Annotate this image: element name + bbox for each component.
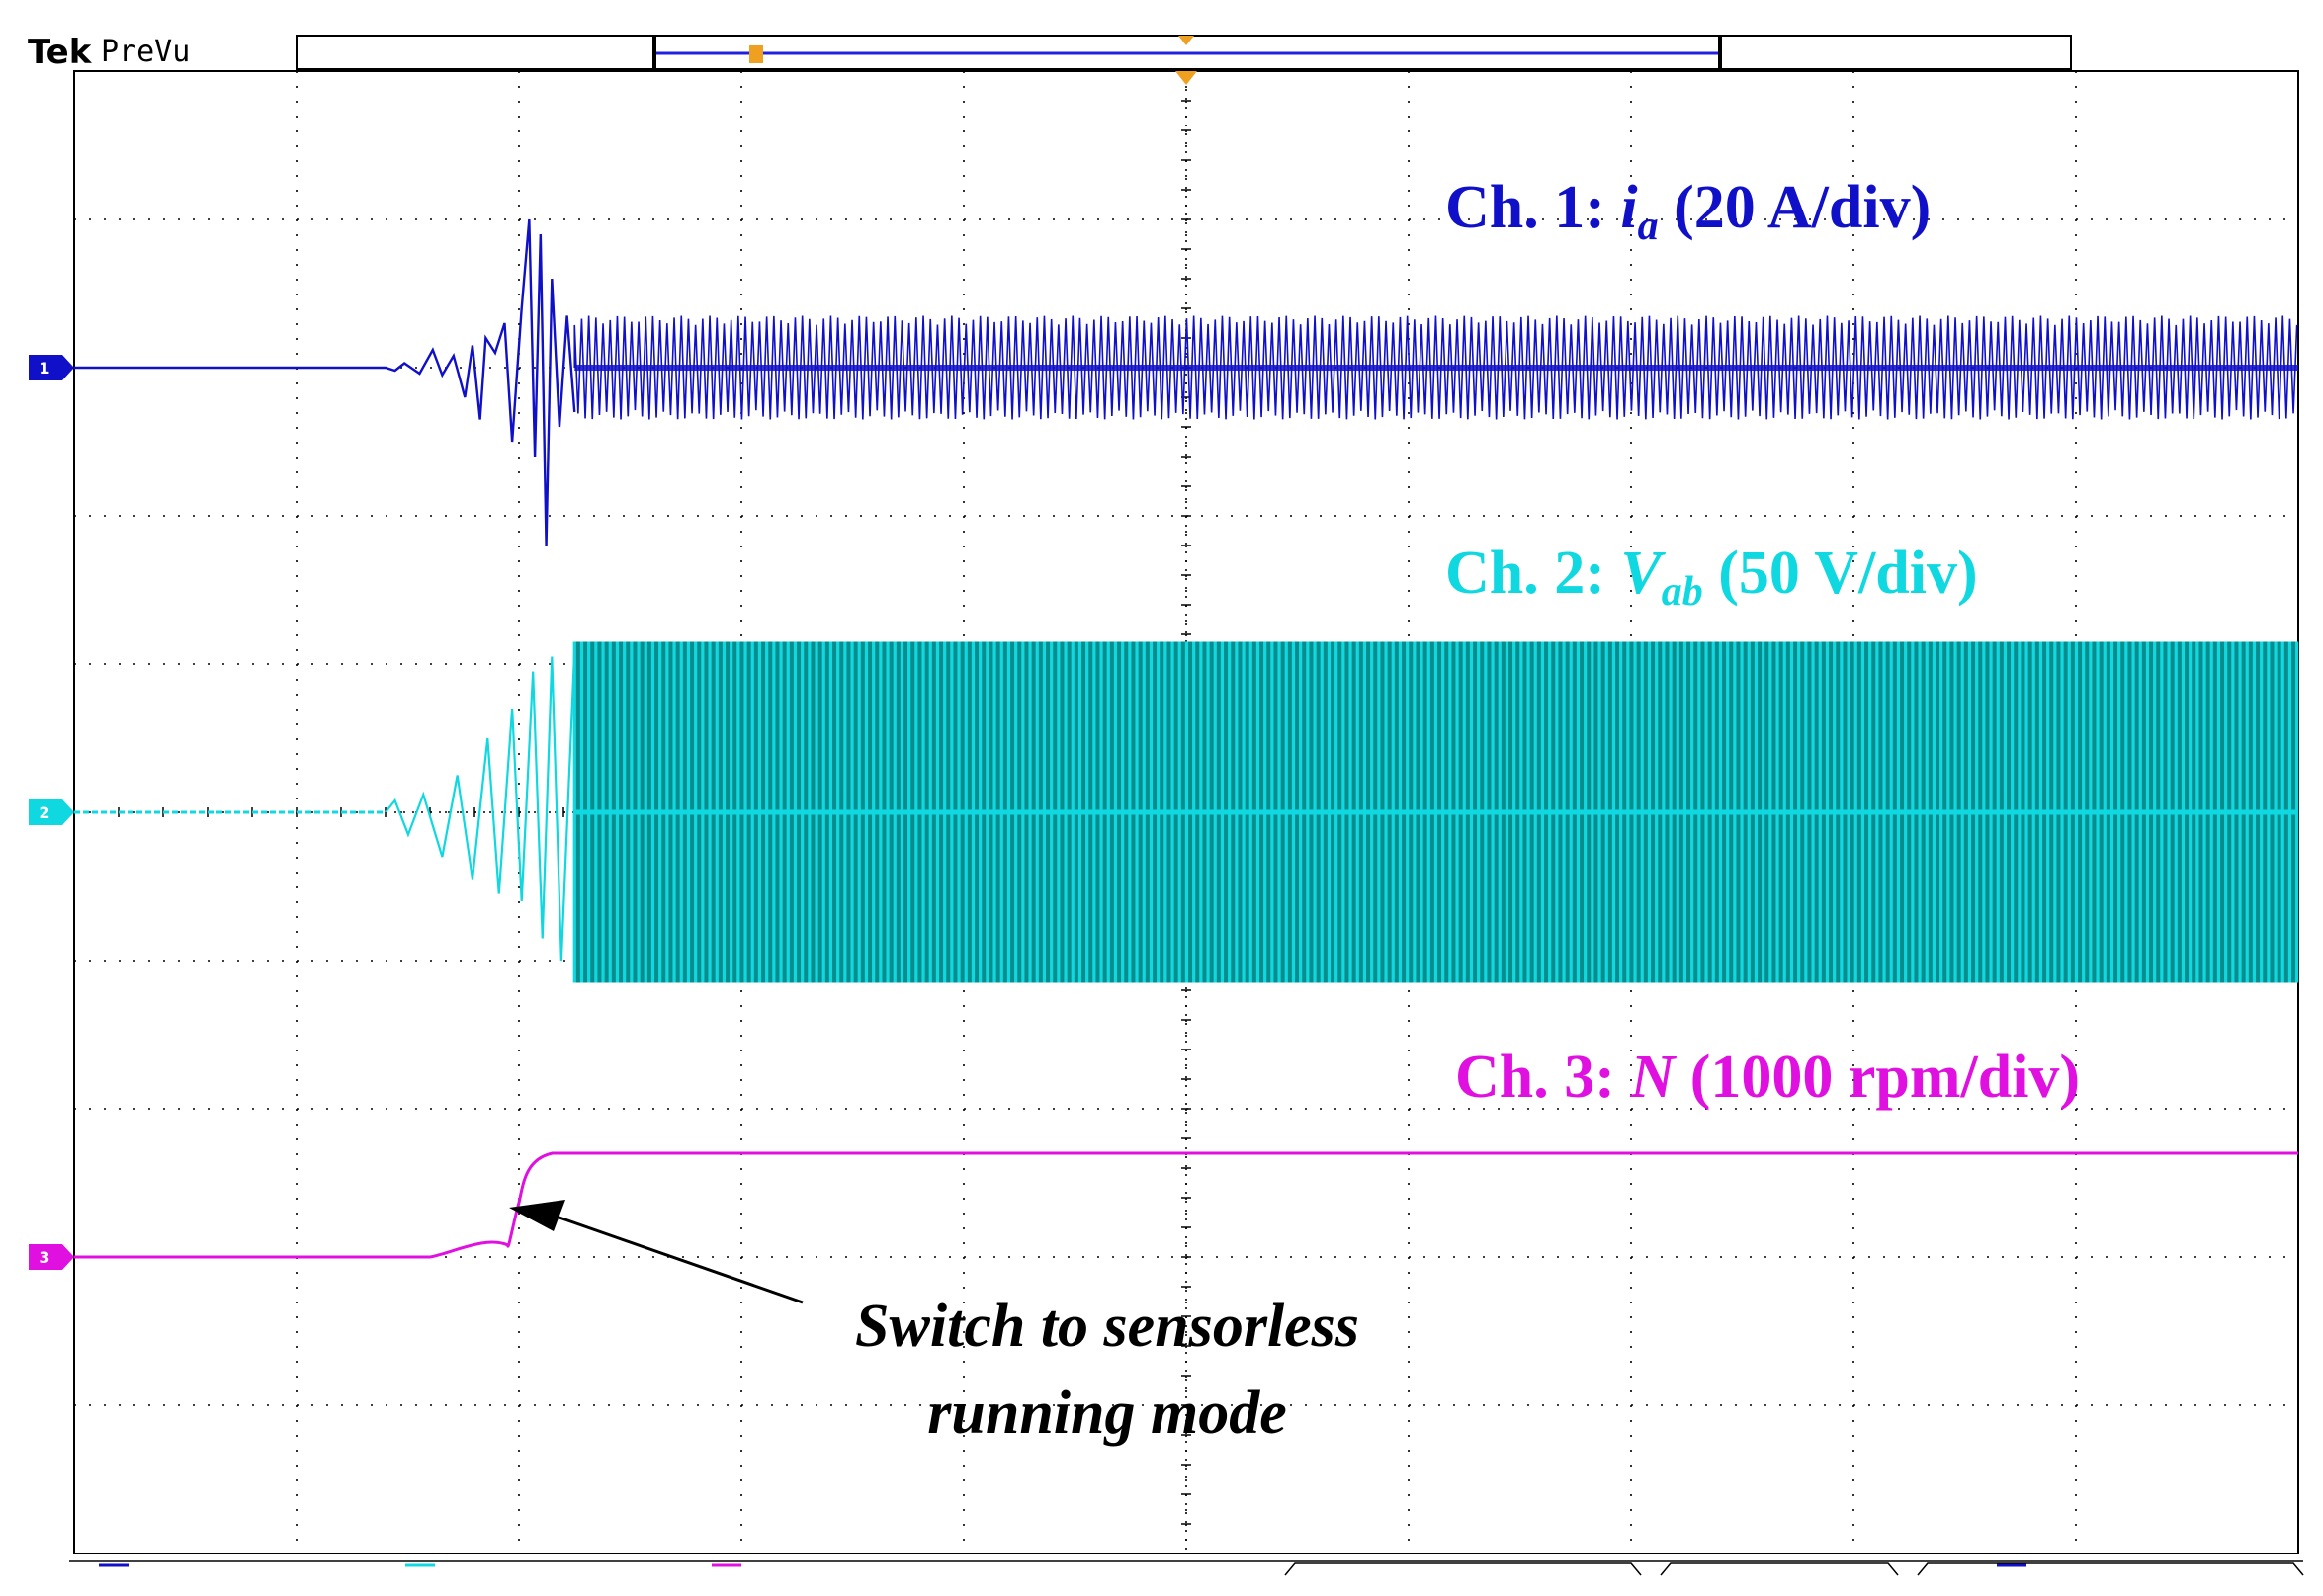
ch1-label: Ch. 1: ia (20 A/div) [1445, 174, 1931, 249]
ch1-label-subscript: a [1638, 204, 1659, 249]
ch1-label-symbol: i [1620, 174, 1637, 241]
brand-logo: Tek [28, 33, 93, 72]
annotation-line-2: running mode [927, 1380, 1287, 1447]
channel-markers: 1 2 3 [29, 355, 74, 1270]
trigger-position-marker [1175, 71, 1197, 85]
ch1-label-prefix: Ch. 1: [1445, 174, 1620, 241]
ch3-label: Ch. 3: N (1000 rpm/div) [1455, 1044, 2080, 1111]
ch2-label-prefix: Ch. 2: [1445, 540, 1620, 607]
ch3-label-prefix: Ch. 3: [1455, 1044, 1630, 1111]
ch1-label-scale: (20 A/div) [1659, 174, 1932, 241]
annotation-arrow-head [509, 1200, 565, 1231]
ch1-trace-transient [74, 218, 576, 546]
ch2-ground-marker [29, 799, 74, 825]
ch3-label-symbol: N [1629, 1044, 1677, 1111]
ch3-label-scale: (1000 rpm/div) [1675, 1044, 2080, 1111]
readout-box [1284, 1562, 1642, 1576]
readout-box [1660, 1562, 1899, 1576]
ch2-trace-transient [385, 648, 576, 962]
ch2-marker-number: 2 [39, 803, 49, 822]
traces [74, 218, 2299, 1259]
ch2-label-symbol: V [1620, 540, 1666, 607]
ch3-ground-marker [29, 1244, 74, 1270]
record-center-marker [1178, 36, 1194, 45]
ch1-ground-marker [29, 355, 74, 380]
ch2-label: Ch. 2: Vab (50 V/div) [1445, 540, 1978, 615]
readout-strip [69, 1560, 2304, 1576]
ch3-marker-number: 3 [39, 1248, 49, 1267]
annotation-arrow-line [553, 1214, 804, 1304]
annotation-line-1: Switch to sensorless [855, 1293, 1359, 1360]
readout-box [1917, 1562, 2304, 1576]
switch-annotation: Switch to sensorless running mode [509, 1200, 1359, 1447]
acquisition-mode: PreVu [101, 35, 190, 69]
record-overview-bar [296, 35, 2072, 70]
record-trigger-marker [749, 45, 763, 63]
ch1-marker-number: 1 [39, 359, 49, 378]
ch2-label-subscript: ab [1662, 569, 1703, 615]
ch2-label-scale: (50 V/div) [1703, 540, 1978, 607]
ch3-trace [74, 1151, 2298, 1259]
